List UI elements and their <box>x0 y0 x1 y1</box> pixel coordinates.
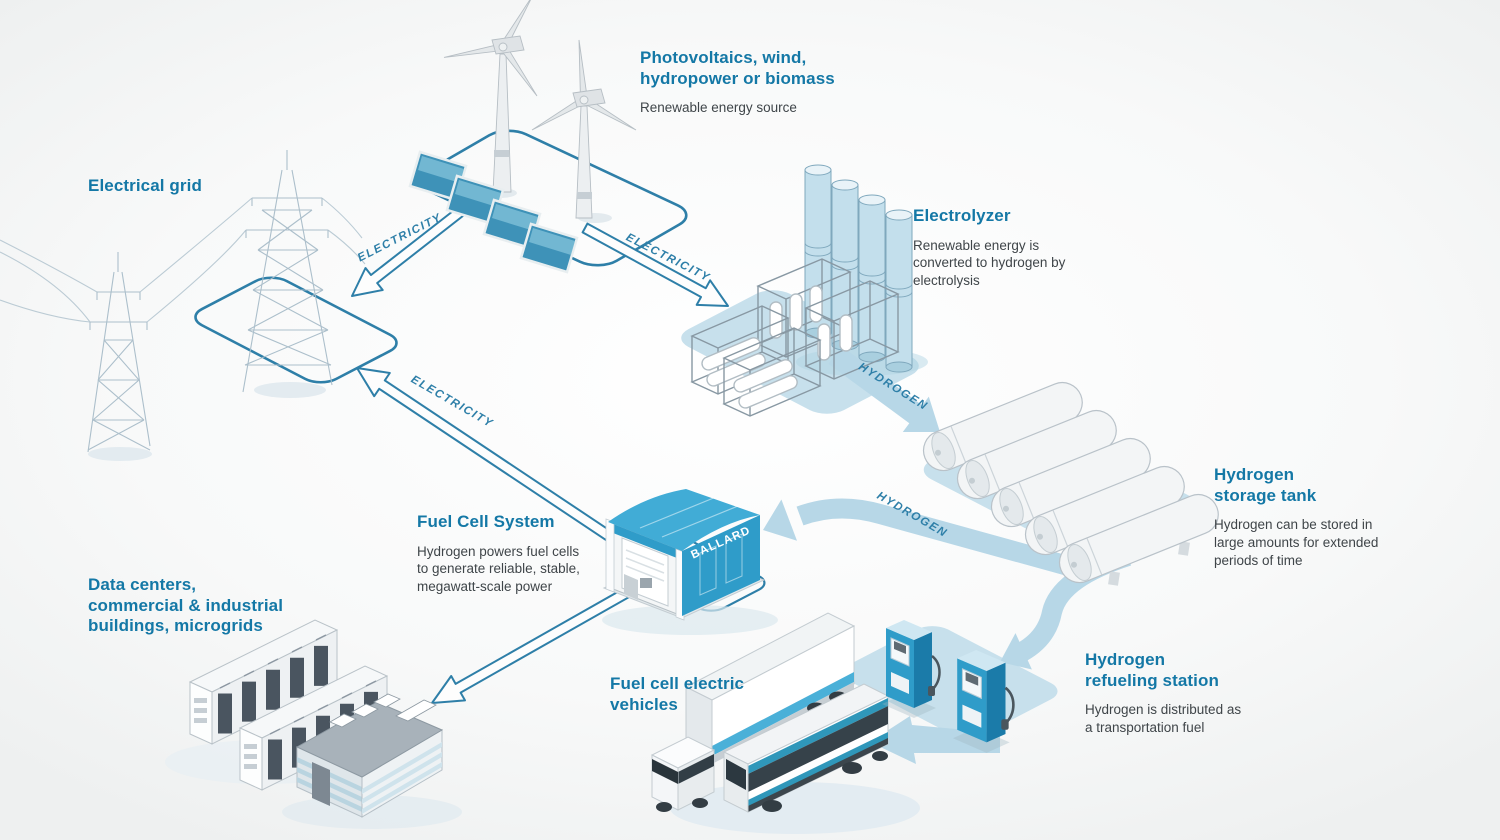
solar-panels-illustration <box>408 150 579 274</box>
label-storage: Hydrogen storage tank Hydrogen can be st… <box>1214 465 1378 569</box>
label-vehicles: Fuel cell electric vehicles <box>610 674 744 715</box>
electricity-arrow-fuel-cell-to-buildings <box>431 579 644 704</box>
label-data-centers: Data centers, commercial & industrial bu… <box>88 575 283 637</box>
shadow-container <box>602 605 778 635</box>
storage-tanks-illustration <box>918 377 1225 589</box>
label-electrical-grid: Electrical grid <box>88 176 202 197</box>
refueling-title: Hydrogen refueling station <box>1085 650 1219 690</box>
renewables-title: Photovoltaics, wind, hydropower or bioma… <box>640 48 835 88</box>
fuel-cell-container-illustration <box>602 489 766 621</box>
electrolyzer-title: Electrolyzer <box>913 206 1011 225</box>
electricity-arrow-renewables-to-grid <box>351 203 469 297</box>
refueling-desc: Hydrogen is distributed as a transportat… <box>1085 702 1242 736</box>
hydrogen-pipe-to-fuel-cell <box>763 498 1093 582</box>
label-fuel-cell: Fuel Cell System Hydrogen powers fuel ce… <box>417 512 580 595</box>
shadow-tower-a <box>88 447 152 461</box>
label-renewables: Photovoltaics, wind, hydropower or bioma… <box>640 48 835 117</box>
data-centers-title: Data centers, commercial & industrial bu… <box>88 575 284 636</box>
fuel-cell-desc: Hydrogen powers fuel cells to generate r… <box>417 543 580 594</box>
electricity-arrow-renewables-to-electrolyzer <box>581 222 729 307</box>
hydrogen-arrow-to-vehicles <box>870 716 1000 764</box>
label-refueling: Hydrogen refueling station Hydrogen is d… <box>1085 650 1241 737</box>
bus-illustration <box>722 683 890 813</box>
storage-desc: Hydrogen can be stored in large amounts … <box>1214 517 1379 568</box>
vehicles-title: Fuel cell electric vehicles <box>610 674 745 714</box>
wind-turbines-illustration <box>443 0 637 219</box>
label-electrolyzer: Electrolyzer Renewable energy is convert… <box>913 206 1065 289</box>
electrolyzer-desc: Renewable energy is converted to hydroge… <box>913 237 1066 288</box>
building-illustration <box>295 693 444 818</box>
electrical-grid-title: Electrical grid <box>88 176 202 195</box>
transmission-towers-illustration <box>0 150 366 453</box>
shadow-tower-b <box>254 382 326 398</box>
electricity-arrow-fuel-cell-to-grid <box>356 367 616 544</box>
fuel-cell-title: Fuel Cell System <box>417 512 555 531</box>
electrolyzer-illustration <box>690 164 913 417</box>
renewables-desc: Renewable energy source <box>640 100 797 116</box>
hydrogen-arrow-to-storage <box>828 346 940 432</box>
storage-title: Hydrogen storage tank <box>1214 465 1317 505</box>
platform-electrical-grid <box>186 273 405 387</box>
